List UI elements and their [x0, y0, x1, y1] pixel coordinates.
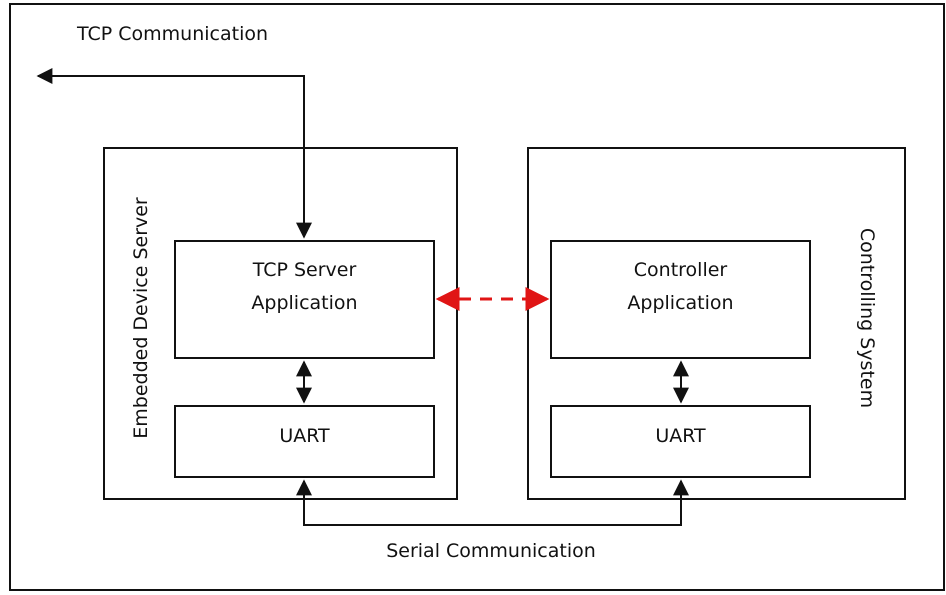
controller-application-label-line2: Application: [627, 292, 734, 314]
uart-right-box: [550, 405, 811, 478]
controlling-system-box: [527, 147, 906, 500]
tcp-communication-label: TCP Communication: [77, 23, 269, 45]
controller-application-box: [550, 240, 811, 359]
controlling-system-label: Controlling System: [856, 227, 878, 409]
tcp-communication-connector: [36, 68, 312, 239]
tcp-server-application-box: [174, 240, 435, 359]
tcp-server-application-label-line2: Application: [251, 292, 358, 314]
serial-communication-connector: [296, 479, 689, 526]
uart-right-label: UART: [655, 425, 706, 447]
embedded-device-server-label: Embedded Device Server: [130, 197, 152, 439]
controller-application-label-line1: Controller: [633, 259, 728, 281]
tcp-server-application-label-line1: TCP Server: [252, 259, 357, 281]
uart-left-label: UART: [279, 425, 330, 447]
uart-left-box: [174, 405, 435, 478]
outer-frame: [9, 3, 945, 591]
serial-communication-label: Serial Communication: [386, 540, 596, 562]
